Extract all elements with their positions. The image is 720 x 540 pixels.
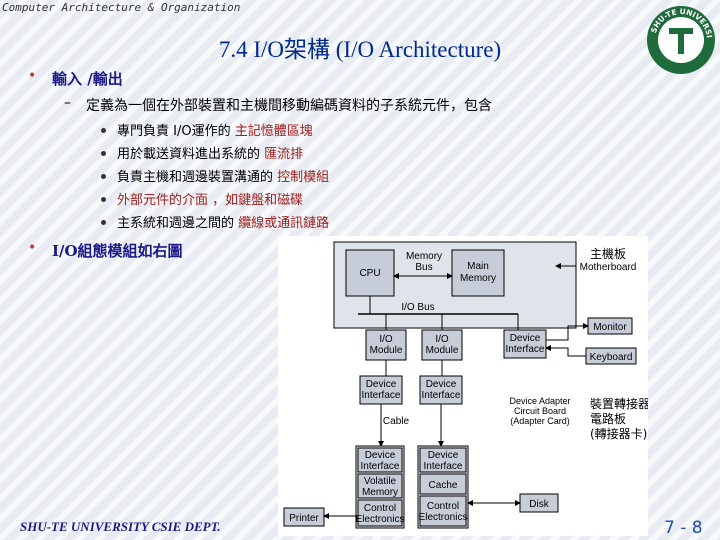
svg-text:裝置轉接器電路板(轉接器卡): 裝置轉接器電路板(轉接器卡)	[590, 396, 648, 441]
bullet-io: 輸入 /輸出	[52, 70, 123, 88]
svg-text:Printer: Printer	[289, 513, 319, 524]
motherboard-label: Motherboard	[580, 262, 637, 273]
svg-text:Keyboard: Keyboard	[590, 352, 633, 363]
list-item: 用於載送資料進出系統的 匯流排	[117, 147, 304, 162]
item-marker	[101, 174, 106, 179]
list-item: 專門負責 I/O運作的 主記憶體區塊	[117, 124, 313, 139]
device-interface-b	[419, 375, 463, 405]
item-marker	[101, 197, 106, 202]
list-item: 外部元件的介面 ，如鍵盤和磁碟	[117, 193, 304, 208]
bullet-marker: •	[28, 68, 37, 84]
device-interface-top	[503, 329, 547, 359]
page-number: 7 - 8	[664, 518, 703, 538]
cpu-label: CPU	[359, 268, 380, 279]
svg-text:Disk: Disk	[529, 499, 549, 510]
item-marker	[101, 151, 106, 156]
io-bus-label: I/O Bus	[401, 302, 434, 313]
main-memory-box	[451, 249, 505, 297]
footer-department: SHU-TE UNIVERSITY CSIE DEPT.	[20, 519, 221, 534]
motherboard-cn-label: 主機板	[590, 246, 626, 261]
cpu-box	[345, 249, 395, 297]
item-marker	[101, 220, 106, 225]
university-logo: SHU-TE UNIVERSITY	[645, 4, 715, 74]
bullet-definition: 定義為一個在外部裝置和主機間移動編碼資料的子系統元件，包含	[86, 98, 492, 114]
item-marker	[101, 128, 106, 133]
bullet-io-config: I/O組態模組如右圖	[52, 242, 183, 260]
bullet-marker: •	[28, 240, 37, 256]
slide-title: 7.4 I/O架構 (I/O Architecture)	[218, 37, 502, 62]
cable-label: Cable	[383, 416, 410, 427]
list-item: 負責主機和週邊裝置溝通的 控制模組	[117, 170, 330, 185]
dash-marker: –	[64, 95, 71, 111]
list-item: 主系統和週邊之間的 纜線或通訊鏈路	[117, 216, 330, 231]
course-title: Computer Architecture & Organization	[2, 1, 241, 14]
svg-text:Cache: Cache	[429, 480, 458, 491]
svg-text:Monitor: Monitor	[593, 322, 627, 333]
